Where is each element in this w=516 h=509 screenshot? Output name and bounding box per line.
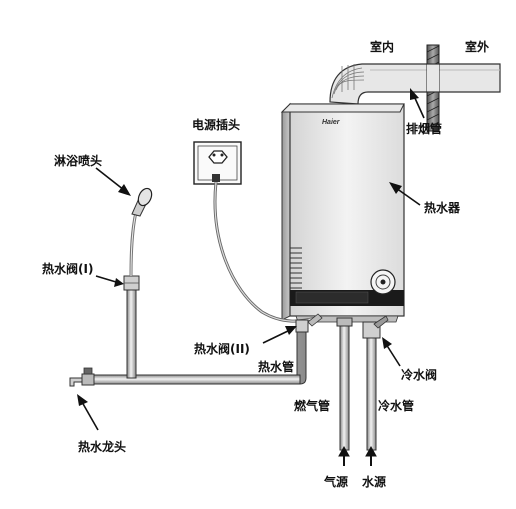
gas-pipe-label: 燃气管: [294, 399, 331, 413]
cold-valve-label: 冷水阀: [401, 368, 438, 382]
hot-valve-2-label: 热水阀(II): [194, 342, 250, 356]
water-source-label: 水源: [362, 475, 387, 489]
exhaust-pipe: [321, 63, 501, 111]
shower-head: [129, 187, 153, 277]
leader-arrows: [77, 88, 425, 431]
outdoor-label: 室外: [465, 40, 490, 54]
gas-pipe: [336, 317, 353, 451]
brand-logo: Haier: [322, 119, 341, 126]
cold-water-pipe: [362, 315, 389, 451]
power-plug-label: 电源插头: [192, 118, 241, 132]
cold-water-pipe-label: 冷水管: [378, 399, 415, 413]
gas-source-label: 气源: [324, 475, 349, 489]
indoor-label: 室内: [370, 40, 395, 54]
hot-faucet: [69, 367, 95, 387]
source-arrows: [338, 445, 377, 466]
wall: [426, 44, 440, 132]
water-heater-label: 热水器: [424, 201, 461, 215]
shower-head-label: 淋浴喷头: [54, 154, 103, 168]
hot-valve-1-label: 热水阀(I): [42, 262, 94, 276]
hot-faucet-label: 热水龙头: [78, 440, 127, 454]
water-heater: Haier: [280, 102, 405, 323]
shower-riser: [123, 275, 140, 379]
hot-water-pipe-label: 热水管: [258, 360, 295, 374]
exhaust-pipe-label: 排烟管: [406, 122, 443, 136]
power-socket: [193, 141, 242, 185]
hot-valve-2: [295, 313, 323, 333]
